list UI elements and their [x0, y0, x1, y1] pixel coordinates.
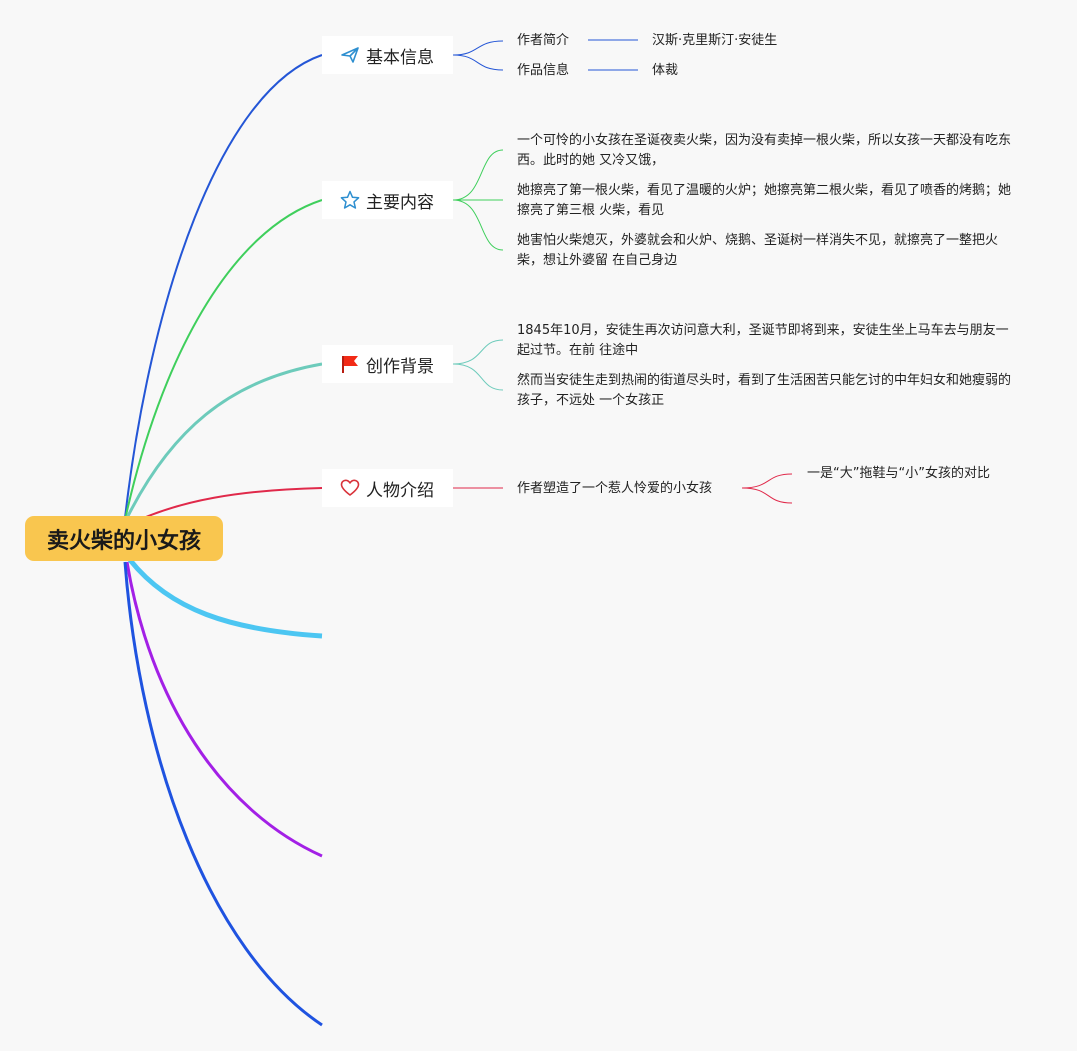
connector-empty-3: [123, 561, 323, 1027]
connector-background: [123, 362, 323, 523]
flag-icon: [340, 354, 360, 374]
content-paragraph-3[interactable]: 她害怕火柴熄灭，外婆就会和火炉、烧鹅、圣诞树一样消失不见，就擦亮了一整把火柴，想…: [517, 233, 999, 268]
connector-empty-1: [128, 558, 323, 639]
branch-label: 基本信息: [366, 47, 434, 68]
branch-background[interactable]: 创作背景: [322, 345, 453, 383]
branch-label: 人物介绍: [366, 480, 434, 501]
content-paragraph-1[interactable]: 一个可怜的小女孩在圣诞夜卖火柴，因为没有卖掉一根火柴，所以女孩一天都没有吃东西。…: [517, 133, 1012, 168]
child-author-value[interactable]: 汉斯·克里斯汀·安徒生: [652, 33, 778, 48]
background-paragraph-1[interactable]: 1845年10月，安徒生再次访问意大利，圣诞节即将到来，安徒生坐上马车去与朋友一…: [517, 323, 1009, 358]
root-topic[interactable]: 卖火柴的小女孩: [25, 516, 223, 561]
character-description[interactable]: 作者塑造了一个惹人怜爱的小女孩: [517, 481, 713, 496]
child-work-value[interactable]: 体裁: [652, 63, 679, 78]
branch-label: 主要内容: [366, 192, 434, 213]
branch-label: 创作背景: [366, 356, 434, 377]
branch-characters[interactable]: 人物介绍: [322, 469, 453, 507]
content-paragraph-2[interactable]: 她擦亮了第一根火柴，看见了温暖的火炉；她擦亮第二根火柴，看见了喷香的烤鹅；她擦亮…: [517, 183, 1012, 218]
background-paragraph-2[interactable]: 然而当安徒生走到热闹的街道尽头时，看到了生活困苦只能乞讨的中年妇女和她瘦弱的孩子…: [517, 373, 1012, 408]
star-icon: [340, 190, 360, 210]
connector-characters: [129, 487, 323, 525]
branch-main-content[interactable]: 主要内容: [322, 181, 453, 219]
paper-plane-icon: [340, 45, 360, 65]
heart-icon: [340, 478, 360, 498]
child-author-label[interactable]: 作者简介: [517, 33, 570, 48]
child-work-label[interactable]: 作品信息: [517, 63, 570, 78]
connector-main-content: [124, 199, 323, 521]
character-subpoint-1[interactable]: 一是“大”拖鞋与“小”女孩的对比: [807, 466, 990, 481]
connector-empty-2: [125, 561, 323, 858]
connector-basic-info: [124, 54, 323, 519]
branch-basic-info[interactable]: 基本信息: [322, 36, 453, 74]
